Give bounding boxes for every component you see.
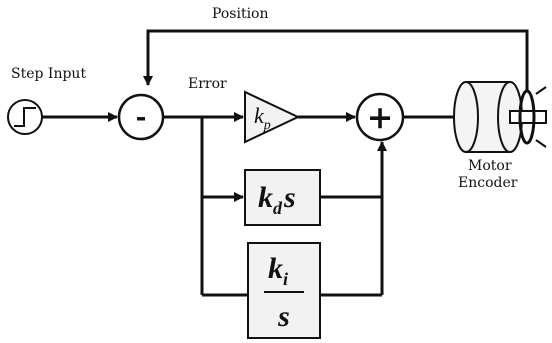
error-label: Error — [188, 76, 227, 92]
proportional-gain-block — [244, 90, 301, 144]
motor-encoder-icon — [453, 81, 547, 153]
step-input-label: Step Input — [11, 66, 86, 82]
integral-gain-block — [247, 242, 321, 339]
position-feedback-path — [143, 29, 529, 92]
integral-denominator: s — [277, 300, 290, 333]
step-input-source — [7, 99, 43, 135]
integral-numerator: ki — [268, 252, 288, 289]
position-label: Position — [212, 6, 269, 22]
step-function-icon — [14, 107, 36, 127]
proportional-gain-symbol: kp — [254, 103, 271, 133]
comparator-sign: - — [136, 103, 147, 133]
motor-label: Motor — [468, 158, 512, 174]
derivative-gain-symbol: kds — [258, 181, 296, 218]
adder-sign: + — [367, 98, 394, 136]
encoder-label: Encoder — [458, 175, 518, 191]
derivative-gain-block — [244, 169, 321, 226]
